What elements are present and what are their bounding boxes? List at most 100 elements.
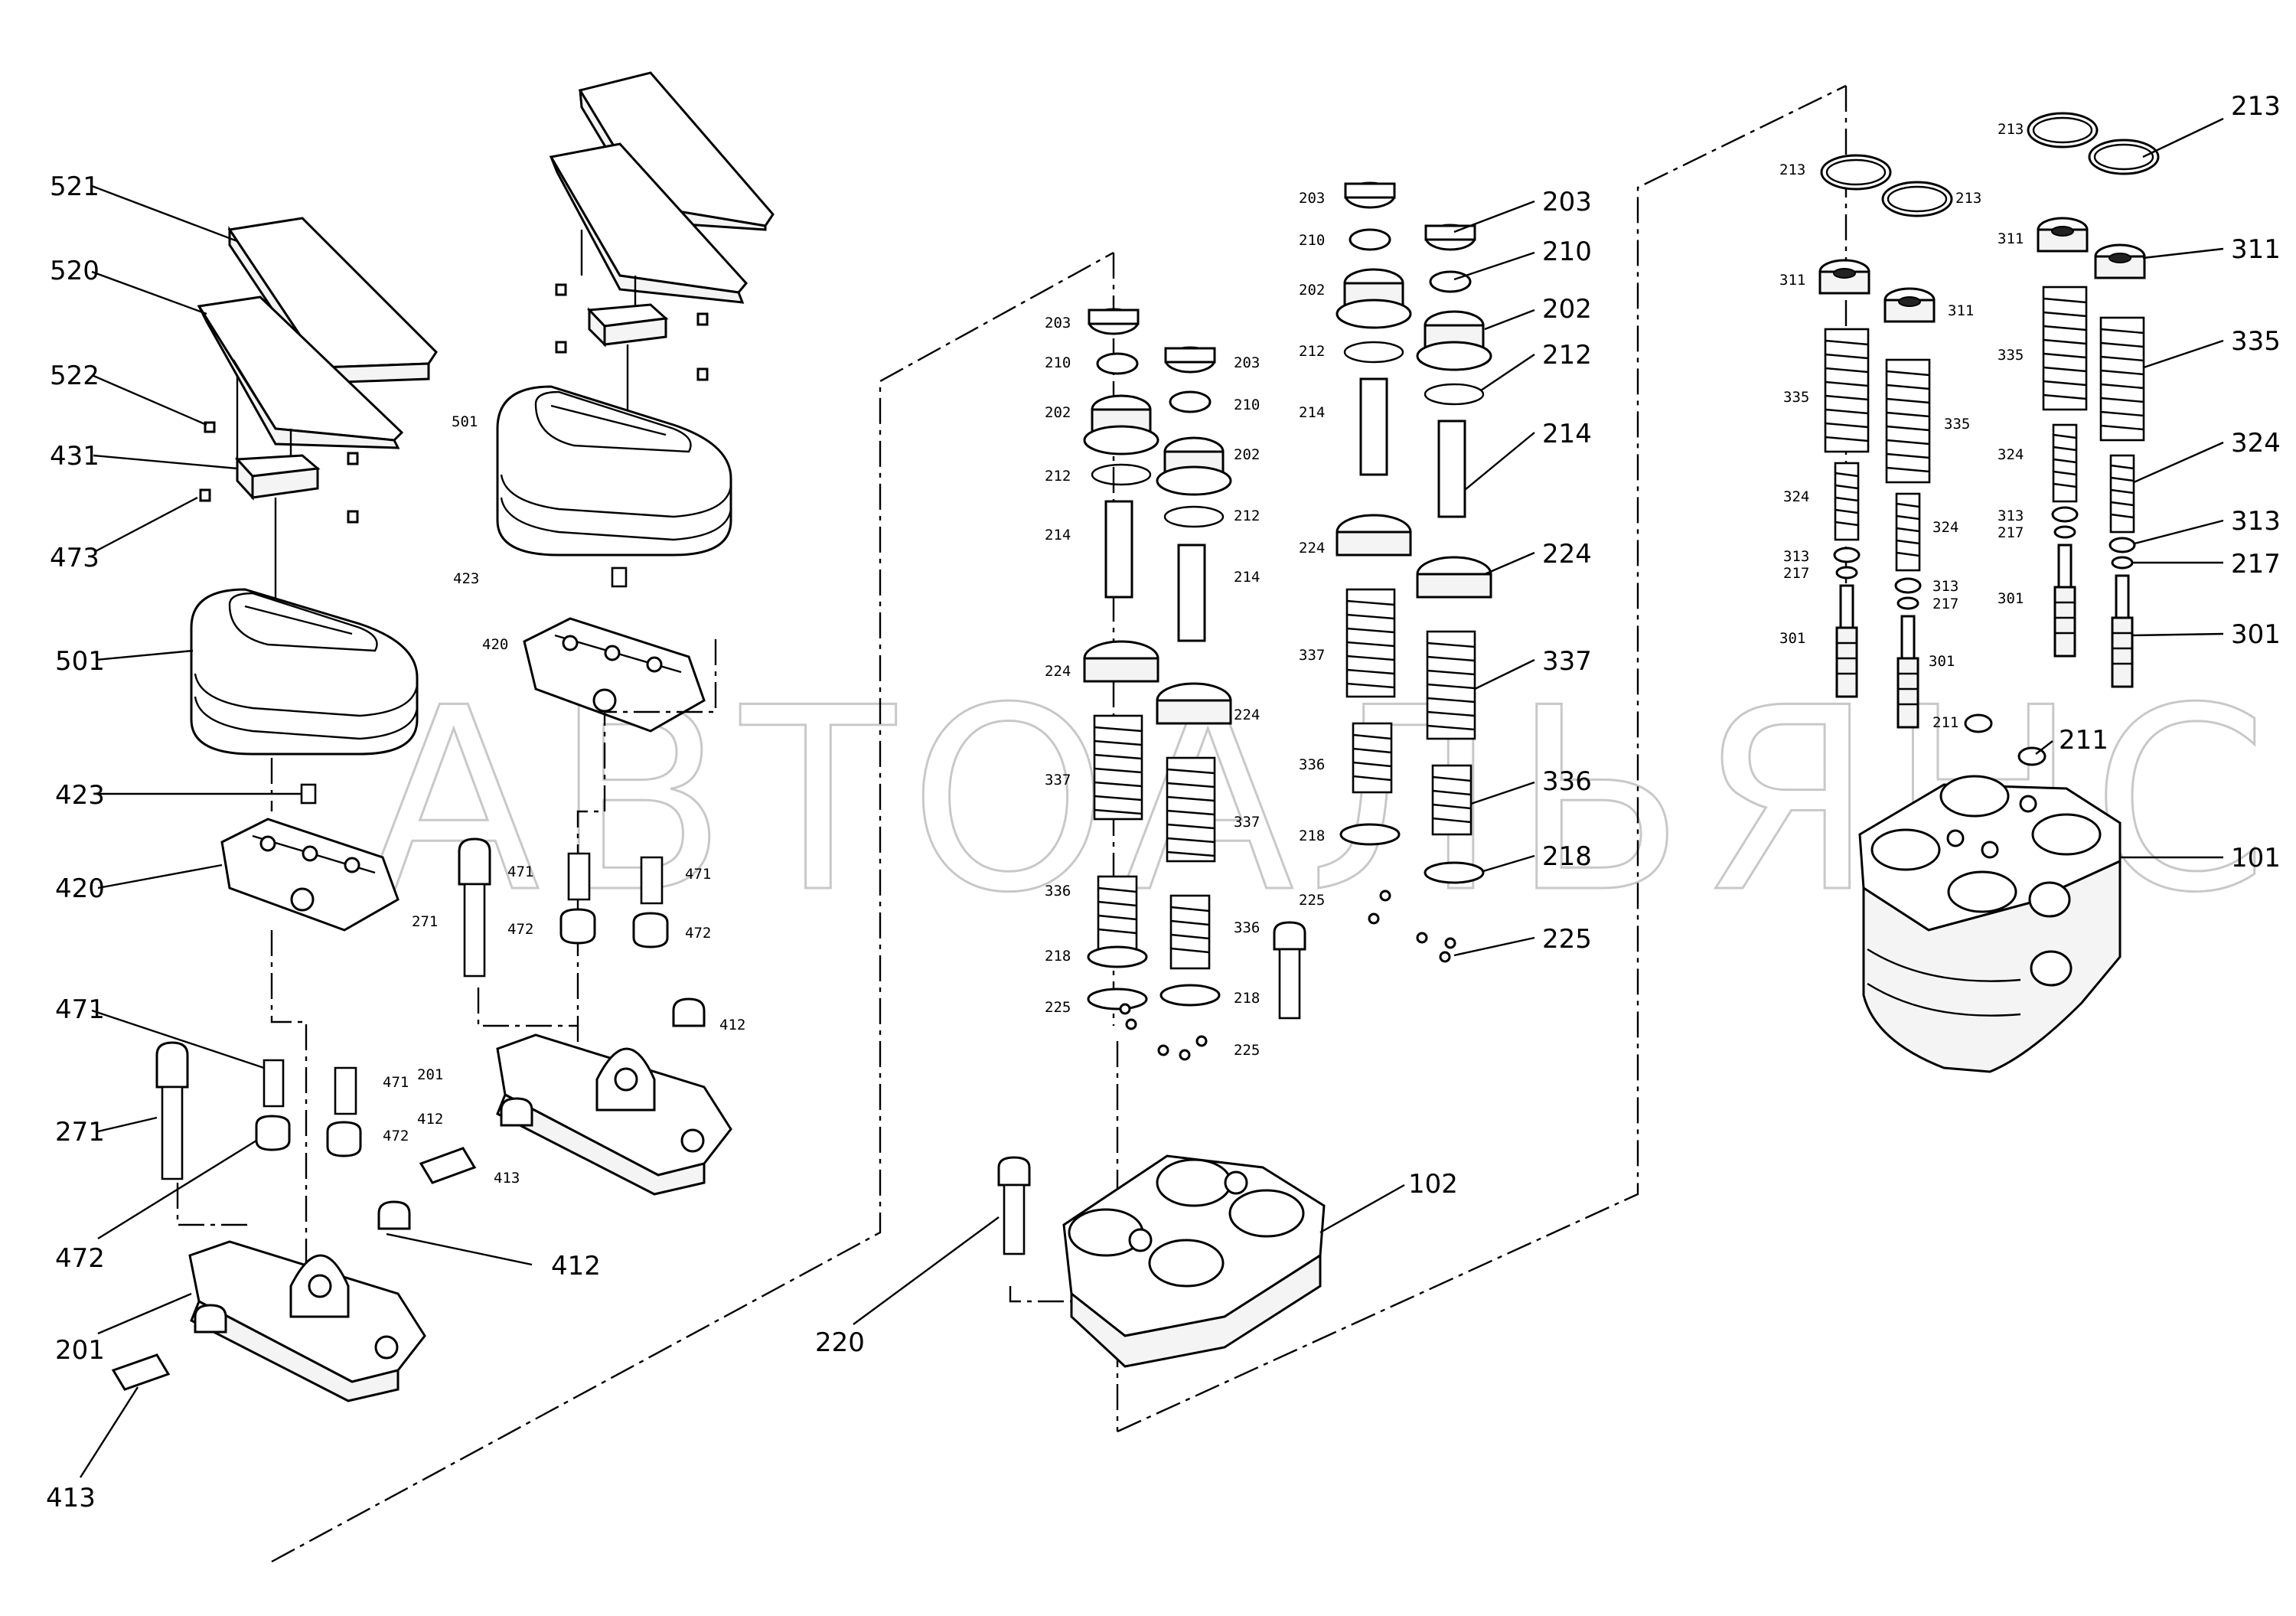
spring-336-a	[1097, 875, 1138, 951]
svg-text:203: 203	[1045, 315, 1071, 331]
svg-text:301: 301	[1779, 630, 1805, 647]
svg-text:336: 336	[1045, 883, 1071, 899]
svg-text:313: 313	[1783, 548, 1809, 565]
label-412: 412	[551, 1251, 601, 1281]
label-431: 431	[50, 441, 99, 472]
svg-text:335: 335	[1998, 347, 2024, 364]
svg-text:301: 301	[1998, 590, 2024, 607]
svg-text:217: 217	[1932, 596, 1958, 612]
label-201: 201	[55, 1335, 105, 1366]
svg-text:225: 225	[1045, 999, 1071, 1016]
svg-text:335: 335	[1783, 389, 1809, 406]
left-pedal-assembly	[111, 217, 438, 1402]
svg-text:201: 201	[417, 1066, 443, 1083]
spring-337-a	[1093, 714, 1143, 821]
valve-stack-a	[997, 308, 1306, 1255]
svg-text:211: 211	[1932, 714, 1958, 731]
label-501: 501	[55, 646, 105, 677]
svg-text:212: 212	[1234, 508, 1260, 524]
label-520: 520	[50, 256, 99, 286]
dashed-assembly-line-left	[271, 251, 1114, 1563]
label-337: 337	[1542, 646, 1592, 677]
svg-text:217: 217	[1783, 565, 1809, 582]
boot-501-back	[496, 385, 732, 557]
svg-text:472: 472	[685, 925, 711, 942]
svg-text:212: 212	[1045, 468, 1071, 485]
svg-text:225: 225	[1234, 1042, 1260, 1059]
svg-text:202: 202	[1299, 282, 1325, 299]
svg-text:324: 324	[1932, 519, 1958, 536]
part-labels-small: 501 423 420 471 471 271 472 472 412 201 …	[383, 121, 2024, 1187]
svg-text:313: 313	[1932, 578, 1958, 595]
back-pedal-assembly	[419, 71, 775, 1196]
label-214: 214	[1542, 419, 1592, 449]
svg-text:337: 337	[1299, 647, 1325, 664]
screw-522	[204, 421, 216, 433]
svg-text:203: 203	[1234, 354, 1260, 371]
valve-stack-c	[1818, 112, 2160, 766]
svg-text:412: 412	[417, 1111, 443, 1128]
svg-text:212: 212	[1299, 343, 1325, 360]
label-311: 311	[2231, 234, 2281, 265]
body-102	[1062, 1154, 1326, 1368]
label-301: 301	[2231, 619, 2281, 650]
svg-text:413: 413	[494, 1170, 520, 1187]
svg-text:420: 420	[482, 636, 508, 653]
boot-501	[190, 588, 419, 756]
svg-text:224: 224	[1045, 663, 1071, 680]
svg-text:324: 324	[1783, 488, 1809, 505]
label-218: 218	[1542, 841, 1592, 872]
svg-text:471: 471	[507, 863, 533, 880]
label-213: 213	[2231, 91, 2281, 122]
nut-472-b	[326, 1121, 362, 1157]
svg-text:213: 213	[1779, 162, 1805, 178]
label-324: 324	[2231, 428, 2281, 459]
bolt-271	[155, 1041, 189, 1089]
svg-text:301: 301	[1929, 653, 1955, 670]
label-336: 336	[1542, 766, 1592, 797]
label-471: 471	[55, 994, 105, 1025]
nut-472-a	[255, 1115, 291, 1151]
label-473: 473	[50, 543, 99, 573]
set-screw-471-b	[334, 1066, 357, 1115]
spring-337-b	[1166, 756, 1216, 863]
svg-text:337: 337	[1234, 814, 1260, 831]
label-203: 203	[1542, 187, 1592, 217]
svg-text:210: 210	[1045, 354, 1071, 371]
svg-text:225: 225	[1299, 892, 1325, 909]
svg-text:214: 214	[1045, 527, 1071, 544]
svg-text:224: 224	[1299, 540, 1325, 557]
label-522: 522	[50, 361, 99, 391]
svg-text:203: 203	[1299, 190, 1325, 207]
label-313: 313	[2231, 506, 2281, 537]
label-220: 220	[815, 1327, 865, 1358]
svg-text:210: 210	[1299, 232, 1325, 249]
svg-text:213: 213	[1955, 190, 1981, 207]
svg-text:337: 337	[1045, 772, 1071, 788]
svg-text:214: 214	[1299, 404, 1325, 421]
svg-text:218: 218	[1299, 828, 1325, 844]
label-211: 211	[2059, 725, 2108, 756]
leader-lines	[79, 117, 2224, 1478]
label-413: 413	[46, 1483, 96, 1513]
svg-text:218: 218	[1045, 948, 1071, 965]
label-420: 420	[55, 873, 105, 904]
label-225: 225	[1542, 924, 1592, 955]
spring-336-b	[1169, 894, 1211, 970]
svg-text:217: 217	[1998, 524, 2024, 541]
svg-text:311: 311	[1948, 302, 1974, 319]
svg-text:472: 472	[383, 1128, 409, 1144]
valve-stack-b	[1336, 181, 1492, 963]
svg-text:471: 471	[685, 866, 711, 883]
label-102: 102	[1408, 1169, 1458, 1200]
svg-text:311: 311	[1779, 272, 1805, 289]
label-101: 101	[2231, 843, 2281, 873]
label-335: 335	[2231, 326, 2281, 357]
svg-text:202: 202	[1234, 446, 1260, 463]
svg-text:224: 224	[1234, 707, 1260, 723]
svg-text:336: 336	[1234, 919, 1260, 936]
svg-text:313: 313	[1998, 508, 2024, 524]
svg-text:202: 202	[1045, 404, 1071, 421]
